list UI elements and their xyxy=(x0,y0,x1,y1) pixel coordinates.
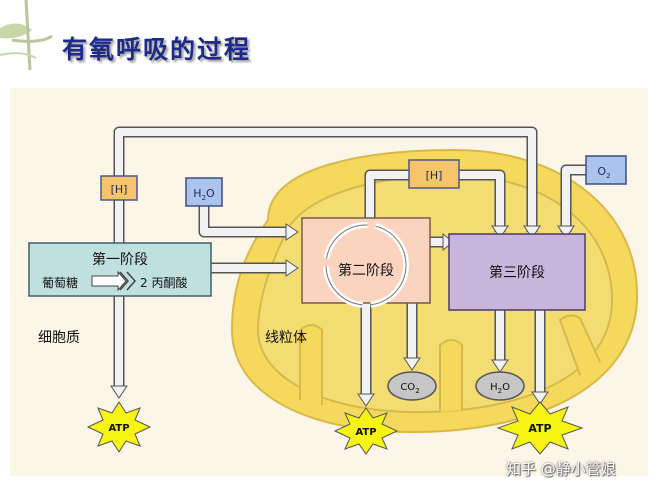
svg-text:H2O: H2O xyxy=(193,187,215,202)
svg-text:H2O: H2O xyxy=(490,382,510,395)
page-title: 有氧呼吸的过程 xyxy=(62,35,252,64)
stage1-to-stage2-arrow xyxy=(211,259,299,277)
mitochondrion-label: 线粒体 xyxy=(265,330,307,346)
stage3-box: 第三阶段 xyxy=(448,233,586,311)
oxygen-box: O2 xyxy=(585,155,627,185)
stage2-box: 第二阶段 xyxy=(301,217,431,308)
hydrogen-box-top: [H] xyxy=(408,159,460,189)
svg-text:[H]: [H] xyxy=(111,183,128,196)
watermark: 知乎 @静小管娘 xyxy=(506,460,616,478)
oxygen-arrow xyxy=(557,164,586,239)
stage1-label: 第一阶段 xyxy=(92,251,148,268)
svg-text:[H]: [H] xyxy=(426,169,443,182)
svg-text:ATP: ATP xyxy=(528,422,551,435)
svg-text:O2: O2 xyxy=(597,165,610,180)
glycolysis-arrows xyxy=(91,270,137,292)
cytoplasm-label: 细胞质 xyxy=(38,330,80,346)
atp-burst-stage2: ATP xyxy=(333,407,399,455)
co2-output: CO2 xyxy=(387,371,437,401)
stage2-label: 第二阶段 xyxy=(338,262,394,279)
hydrogen-box-left: [H] xyxy=(100,175,138,201)
svg-text:CO2: CO2 xyxy=(400,382,419,395)
hydrogen-loop-arrow xyxy=(113,126,541,239)
water-input-arrow xyxy=(198,204,299,241)
svg-text:ATP: ATP xyxy=(355,427,376,438)
atp-burst-stage3: ATP xyxy=(496,401,584,455)
svg-text:ATP: ATP xyxy=(108,423,129,434)
water-input-box: H2O xyxy=(185,177,223,207)
leaf-decoration xyxy=(0,0,53,71)
down-arrows xyxy=(110,200,549,407)
stage3-label: 第三阶段 xyxy=(489,264,545,281)
stage1-box: 第一阶段 葡萄糖 2 丙酮酸 xyxy=(28,242,212,297)
pyruvate-label: 2 丙酮酸 xyxy=(140,275,187,290)
glucose-label: 葡萄糖 xyxy=(42,275,78,290)
water-output: H2O xyxy=(475,371,525,401)
stage2-to-stage3-arrow xyxy=(430,232,454,252)
atp-burst-stage1: ATP xyxy=(86,401,152,453)
